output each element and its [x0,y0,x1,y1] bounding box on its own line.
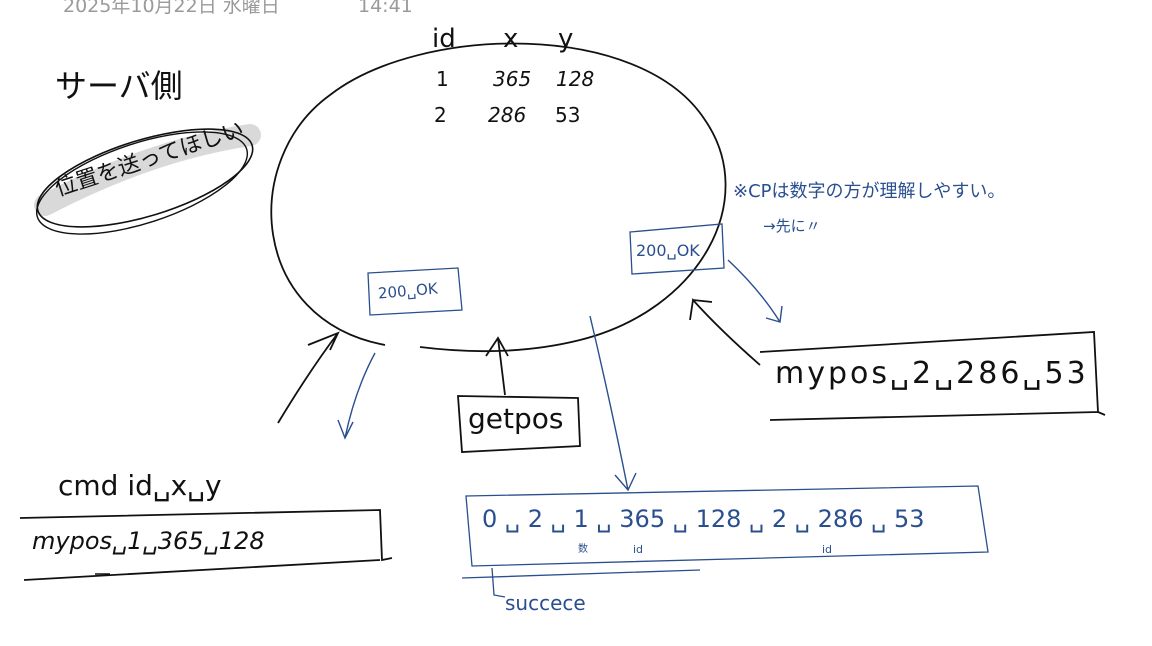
mypos2-box [759,331,1106,421]
sub-id1: id [633,543,644,556]
table-cell: 128 [556,67,595,91]
highlight-stroke [34,124,261,216]
cp-note-2: →先に〃 [763,217,821,235]
mypos2-command: mypos␣2␣286␣53 [775,356,1089,391]
response-arrow-right [727,259,783,323]
note-circle [36,128,254,228]
sub-id2: id [822,543,833,556]
getpos-command: getpos [468,402,564,435]
table-cell: 53 [555,103,581,127]
request-arrow-getpos [485,336,509,396]
ok-box-right [629,223,725,275]
sub-count: 数 [578,544,588,555]
response-arrow-left [337,352,376,440]
table-cell: 2 [434,103,447,127]
table-cell: 286 [488,103,527,127]
table-cell: 365 [493,67,532,91]
table-header-x: x [503,24,519,54]
request-arrow-left [277,331,340,424]
mypos1-box [19,509,393,581]
getpos-box [457,395,581,453]
note-circle-2 [35,131,249,235]
status-bracket [461,567,701,598]
mypos1-command: mypos␣1␣365␣128 [32,527,265,555]
ok-box-left [367,267,463,316]
ok-right: 200␣OK [636,241,700,260]
response-arrow-middle [589,315,637,492]
server-side-title: サーバ側 [55,67,183,105]
server-ellipse [270,42,727,352]
table-header-id: id [432,24,456,54]
table-header-y: y [558,24,574,54]
response-body-box [465,485,989,567]
cp-note: ※CPは数字の方が理解しやすい。 [733,181,1006,202]
table-cell: 1 [436,67,449,91]
header-time: 14:41 [358,0,413,17]
header-date: 2025年10月22日 水曜日 [63,0,280,17]
status-label: succece [505,591,586,615]
request-arrow-right [689,297,761,366]
command-format: cmd id␣x␣y [58,469,222,502]
response-body: 0 ␣ 2 ␣ 1 ␣ 365 ␣ 128 ␣ 2 ␣ 286 ␣ 53 [482,505,925,533]
